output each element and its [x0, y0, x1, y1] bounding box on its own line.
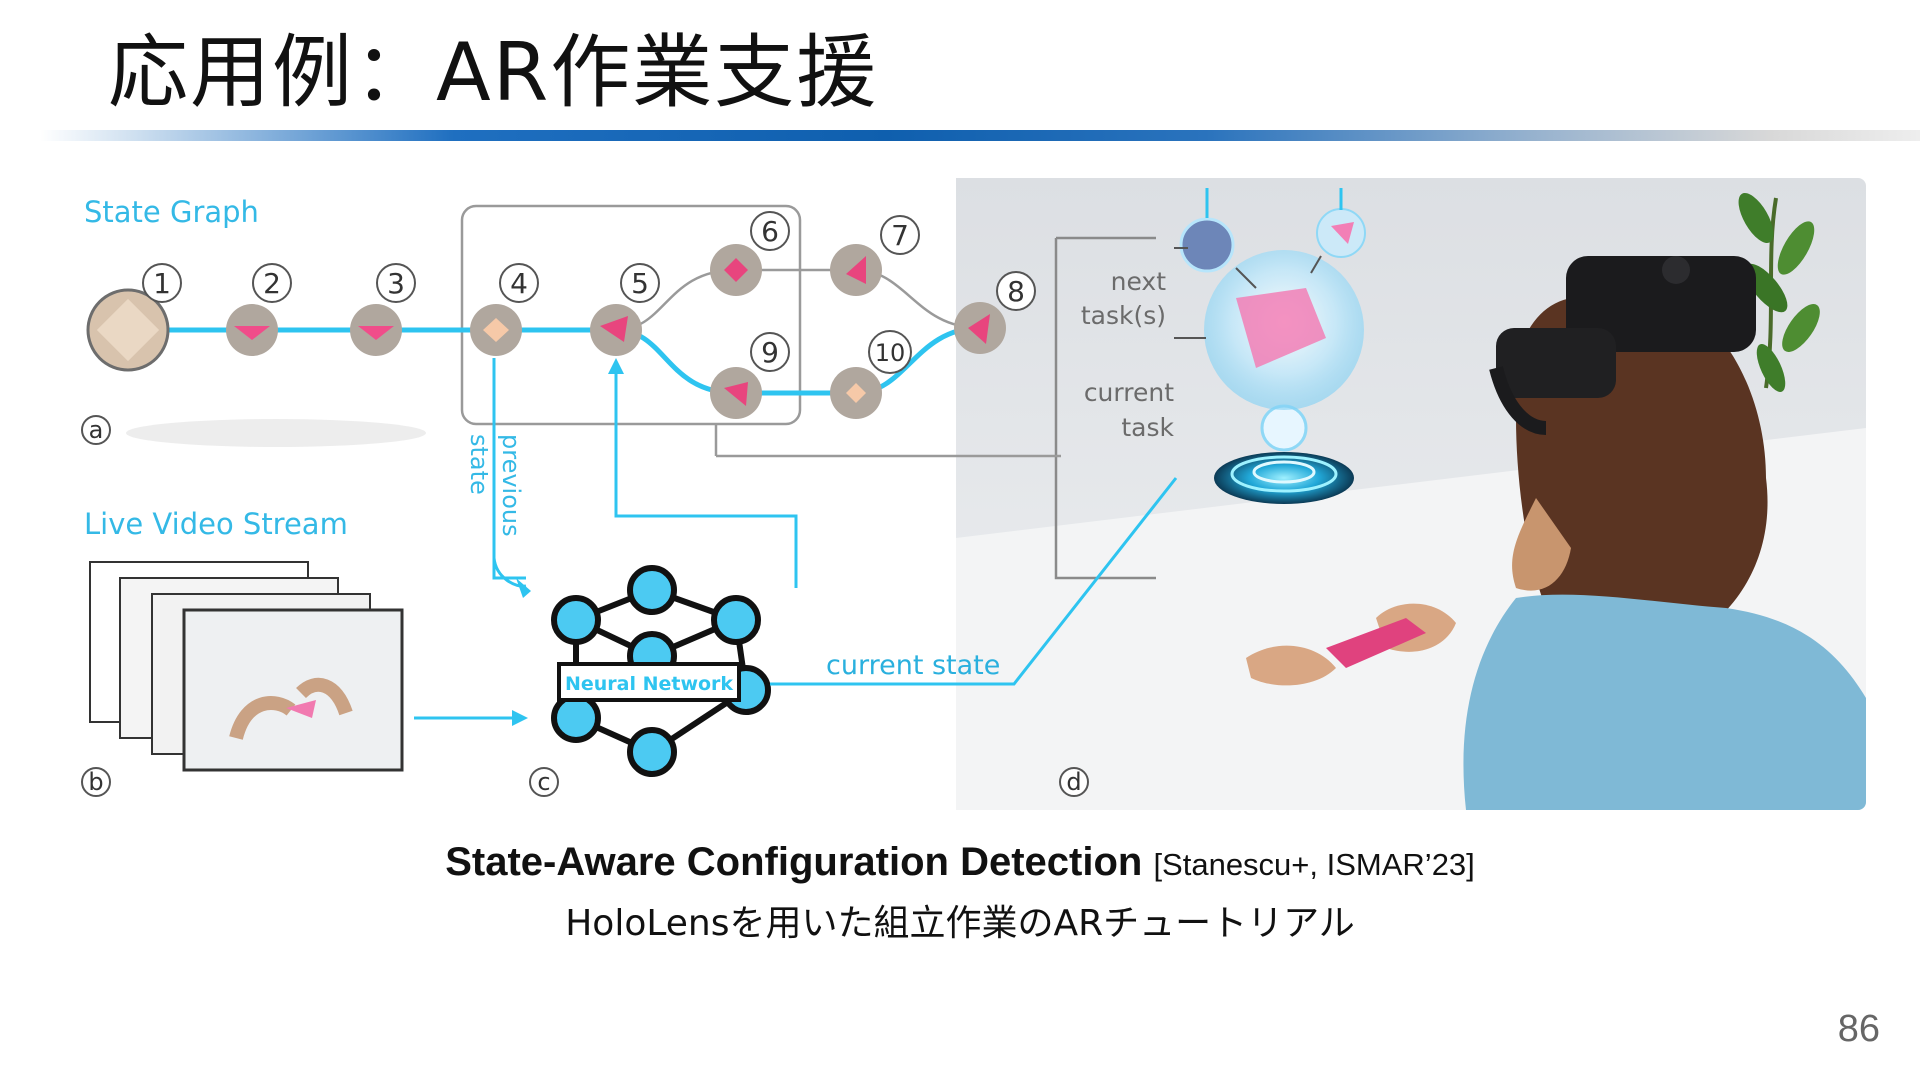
state-node-9 [710, 367, 762, 419]
previous-label: previous [497, 434, 525, 537]
hologram-visualization [1179, 188, 1366, 504]
current-task-label-1: current [1084, 378, 1174, 407]
node-number-8: 8 [1007, 275, 1025, 308]
figure-state-aware-detection: next task(s) current task State Graph [76, 178, 1866, 810]
state-node-2 [226, 304, 278, 356]
state-node-10 [830, 367, 882, 419]
current-task-label-2: task [1121, 413, 1174, 442]
node-number-2: 2 [263, 267, 281, 300]
panel-label-d: d [1066, 768, 1081, 796]
next-tasks-label-1: next [1111, 267, 1167, 296]
panel-label-b: b [88, 768, 103, 796]
state-label: state [465, 434, 493, 495]
page-number: 86 [1837, 1008, 1880, 1050]
state-node-6 [710, 244, 762, 296]
state-graph-title: State Graph [84, 195, 259, 229]
node-number-6: 6 [761, 215, 779, 248]
live-video-title: Live Video Stream [84, 507, 348, 541]
panel-label-c: c [537, 768, 550, 796]
slide-title: 応用例：AR作業支援 [108, 26, 879, 119]
node-number-10: 10 [875, 339, 906, 367]
state-node-1 [86, 288, 170, 372]
node-number-7: 7 [891, 219, 909, 252]
panel-label-a: a [89, 416, 104, 444]
state-node-3 [350, 304, 402, 356]
title-underline [40, 130, 1920, 141]
caption-reference: [Stanescu+, ISMAR’23] [1153, 847, 1475, 882]
next-tasks-label-2: task(s) [1081, 301, 1166, 330]
video-frames-stack [89, 561, 404, 772]
node-number-3: 3 [387, 267, 405, 300]
state-group-box [460, 204, 802, 426]
state-node-4 [470, 304, 522, 356]
state-node-5 [590, 304, 642, 356]
feedback-arrow [614, 368, 798, 588]
figure-caption-subtitle: HoloLensを用いた組立作業のARチュートリアル [565, 903, 1355, 944]
person-with-hololens-image [1246, 256, 1866, 810]
neural-network-label: Neural Network [565, 673, 733, 695]
node-number-1: 1 [153, 267, 171, 300]
node-number-9: 9 [761, 336, 779, 369]
current-state-arrow [770, 477, 1178, 686]
figure-caption-title: State-Aware Configuration Detection [Sta… [0, 840, 1920, 885]
node-number-4: 4 [510, 267, 528, 300]
ar-photo-panel: next task(s) current task [716, 178, 1866, 810]
current-state-label: current state [826, 650, 1000, 681]
state-node-8 [954, 302, 1006, 354]
node-number-5: 5 [631, 267, 649, 300]
neural-network-diagram: Neural Network [551, 565, 771, 777]
state-node-7 [830, 244, 882, 296]
caption-bold-title: State-Aware Configuration Detection [445, 840, 1143, 884]
